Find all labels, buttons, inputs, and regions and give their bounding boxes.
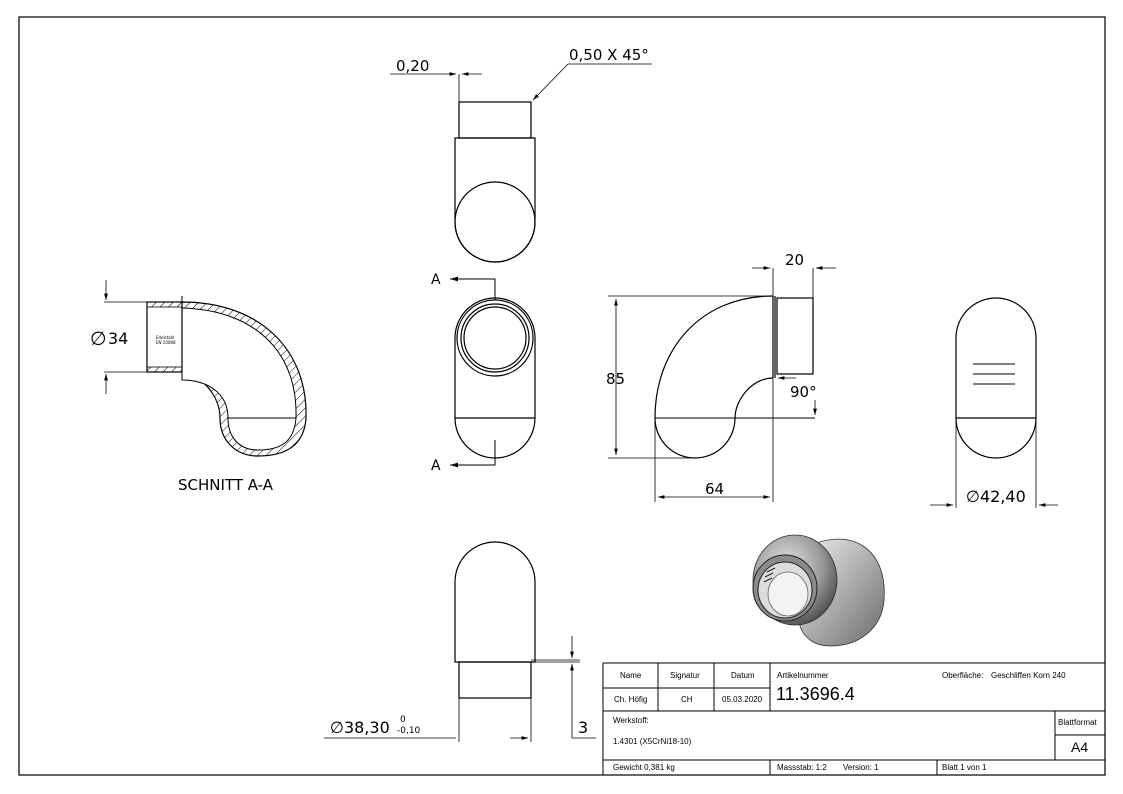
dia-42-dimension — [930, 418, 1058, 508]
dim-dia-34: 34 — [108, 329, 128, 348]
dim-tol-lower: -0,10 — [397, 726, 421, 736]
material-label: Werkstoff: — [613, 716, 649, 725]
surface-value: Geschliffen Korn 240 — [991, 671, 1066, 680]
bottom-view — [454, 541, 536, 699]
weight: Gewicht 0,381 kg — [613, 763, 675, 772]
scale: Massstab: 1:2 — [777, 763, 827, 772]
surface-label: Oberfläche: — [942, 671, 984, 680]
version: Version: 1 — [843, 763, 879, 772]
dim-3: 3 — [578, 718, 588, 737]
section-label: SCHNITT A-A — [178, 476, 274, 494]
section-marker-bottom: A — [431, 458, 441, 474]
section-marker-top: A — [431, 272, 441, 288]
dim-dia-42-40: ∅42,40 — [966, 487, 1026, 506]
article-number: 11.3696.4 — [776, 684, 855, 704]
sheet-border — [18, 16, 1106, 776]
sheet-number: Blatt 1 von 1 — [942, 763, 987, 772]
sheet-format-value: A4 — [1071, 739, 1089, 755]
dim-chamfer-offset: 0,20 — [396, 57, 429, 75]
side-view — [654, 295, 815, 459]
engraving-line-1: Edelstahl — [156, 335, 174, 340]
top-view — [454, 101, 536, 263]
dim-width-64: 64 — [705, 480, 724, 498]
dim-dia-34-symbol: ∅ — [90, 328, 107, 350]
article-label: Artikelnummer — [777, 671, 829, 680]
col-datum: Datum — [731, 671, 755, 680]
sheet-format-label: Blattformat — [1058, 718, 1097, 727]
engraving-line-2: EN 10088 — [156, 340, 176, 345]
isometric-render — [752, 534, 885, 647]
dim-height-85: 85 — [606, 370, 625, 388]
drawer-signature: CH — [681, 695, 693, 704]
right-view — [955, 297, 1037, 459]
dim-tol-upper: 0 — [400, 715, 406, 725]
drawer-name: Ch. Höfig — [614, 695, 648, 704]
chamfer-dimensions — [390, 63, 652, 102]
col-name: Name — [620, 671, 642, 680]
dim-dia-38-30: ∅38,30 — [330, 718, 390, 737]
dim-angle-90: 90° — [790, 383, 817, 401]
section-line — [450, 276, 496, 468]
col-signatur: Signatur — [670, 671, 700, 680]
dim-chamfer: 0,50 X 45° — [569, 46, 649, 64]
front-view — [454, 297, 536, 459]
dia-34-dimension — [104, 280, 147, 394]
bottom-view-dimensions — [324, 636, 596, 742]
side-view-dimensions — [608, 266, 836, 502]
section-view — [146, 296, 307, 457]
title-block-grid — [602, 662, 1106, 776]
material-value: 1.4301 (X5CrNi18-10) — [613, 737, 692, 746]
dim-width-20: 20 — [785, 251, 804, 269]
drawing-date: 05.03.2020 — [722, 695, 763, 704]
